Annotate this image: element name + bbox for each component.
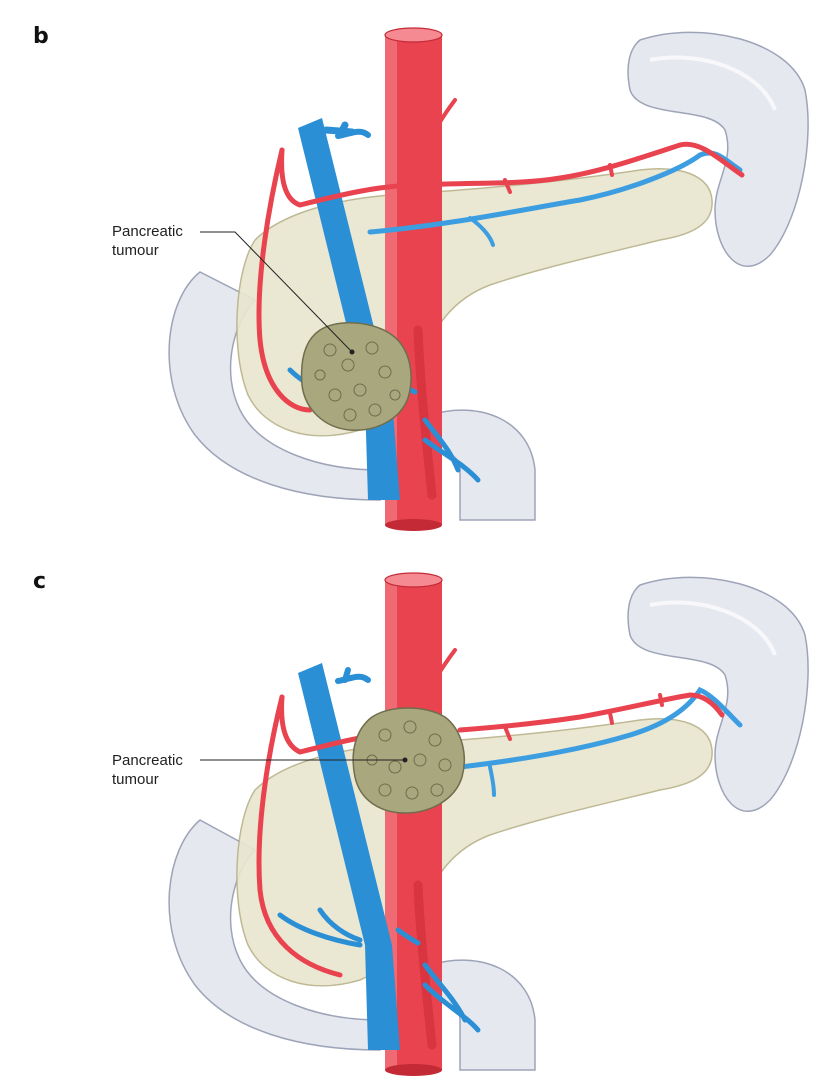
pancreas-c bbox=[236, 718, 713, 987]
tumour-label-line2-b: tumour bbox=[112, 242, 159, 259]
tumour-label-c: Pancreatic tumour bbox=[112, 751, 183, 789]
aorta-c bbox=[384, 572, 443, 1076]
tumour-label-b: Pancreatic tumour bbox=[112, 222, 183, 260]
splenic-vein-c bbox=[457, 686, 743, 770]
splenic-artery-b bbox=[279, 141, 745, 208]
anatomy-illustration-b bbox=[168, 27, 809, 531]
superior-mesenteric-artery-c bbox=[413, 880, 437, 1050]
panel-b: b bbox=[33, 24, 809, 531]
superior-mesenteric-artery-b bbox=[413, 325, 437, 500]
spleen-b bbox=[627, 31, 809, 267]
panel-letter-c: c bbox=[33, 569, 47, 594]
tumour-b bbox=[300, 322, 412, 431]
tumour-label-line2-c: tumour bbox=[112, 771, 159, 788]
panel-letter-b: b bbox=[33, 24, 49, 49]
tumour-c bbox=[352, 707, 465, 814]
tumour-label-line1-b: Pancreatic bbox=[112, 223, 183, 240]
spleen-c bbox=[627, 576, 809, 812]
tumour-label-line1-c: Pancreatic bbox=[112, 752, 183, 769]
anatomy-illustration-c bbox=[168, 572, 809, 1076]
duodenum-c bbox=[168, 819, 536, 1071]
panel-c: c bbox=[0, 545, 832, 1090]
tumour-leader-line-b bbox=[200, 231, 353, 353]
